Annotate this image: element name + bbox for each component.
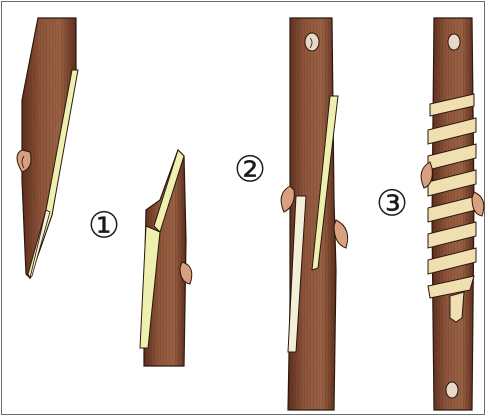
bud-scar-icon: [305, 33, 319, 51]
bud-scar-icon: [446, 382, 458, 398]
step-2-label: ②: [234, 150, 266, 191]
graft-wrapped: [421, 18, 484, 410]
bud-icon: [334, 220, 348, 248]
step-1-marker: ①: [88, 206, 120, 247]
stock-1: [140, 150, 192, 366]
grafting-tape: [428, 94, 476, 322]
step-1-label: ①: [88, 206, 120, 247]
step-3-label: ③: [376, 184, 408, 225]
step-3-marker: ③: [376, 184, 408, 225]
graft-joined: [281, 18, 348, 410]
step-2-marker: ②: [234, 150, 266, 191]
scion-left: [17, 18, 78, 278]
bud-scar-icon: [448, 34, 460, 50]
